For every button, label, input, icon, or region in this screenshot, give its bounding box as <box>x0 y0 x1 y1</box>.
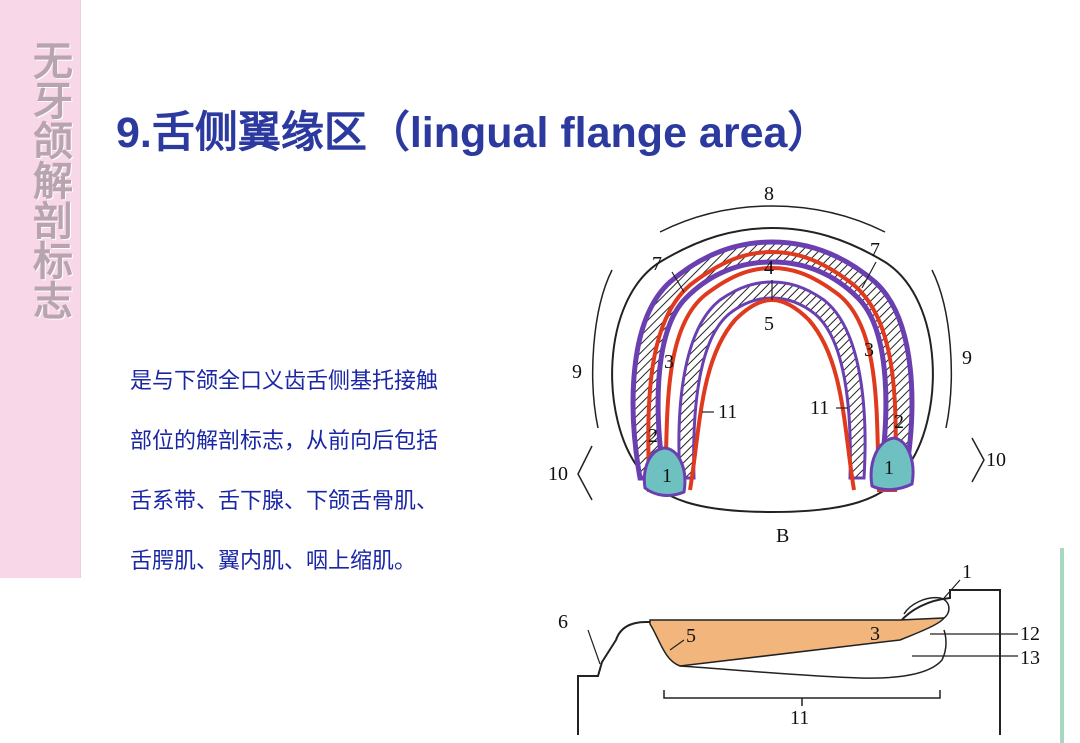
body-line: 舌系带、舌下腺、下颌舌骨肌、 <box>130 489 439 514</box>
label-10-right: 10 <box>986 449 1006 471</box>
label-1-left: 1 <box>662 465 672 487</box>
ridge-band-inner <box>677 280 867 480</box>
label-9-left: 9 <box>572 361 582 383</box>
label-11-left: 11 <box>718 401 737 423</box>
bracket-9-left <box>592 269 613 429</box>
outer-arch-outline <box>611 226 934 514</box>
page-title: 9.舌侧翼缘区（lingual flange area） <box>116 109 831 157</box>
label-3-right: 3 <box>864 339 874 361</box>
label-1-right: 1 <box>884 457 894 479</box>
retromolar-pad-left <box>642 446 687 497</box>
label-s12: 12 <box>1020 623 1040 645</box>
label-s3: 3 <box>870 623 880 645</box>
label-4: 4 <box>764 257 774 279</box>
label-s13: 13 <box>1020 647 1040 669</box>
label-s6: 6 <box>558 611 568 633</box>
label-s1: 1 <box>962 561 972 583</box>
label-3-left: 3 <box>664 351 674 373</box>
bracket-8 <box>659 205 886 233</box>
view-label: B <box>776 525 789 547</box>
body-line: 是与下颌全口义齿舌侧基托接触 <box>130 369 439 394</box>
label-10-left: 10 <box>548 463 568 485</box>
right-accent-strip <box>1060 548 1064 743</box>
label-11-right: 11 <box>810 397 829 419</box>
mandible-occlusal-view: 8 7 7 4 5 3 3 9 9 11 11 2 2 1 1 10 10 B <box>548 183 1006 547</box>
sagittal-base-outline <box>577 589 1001 735</box>
label-8: 8 <box>764 183 774 205</box>
bracket-10-right <box>971 437 985 483</box>
label-2-left: 2 <box>648 425 658 447</box>
sidebar-title: 无牙颌解剖标志 <box>26 40 73 320</box>
flange-region <box>649 617 946 667</box>
retromolar-pad-right <box>869 436 915 492</box>
label-s5: 5 <box>686 625 696 647</box>
label-2-right: 2 <box>894 411 904 433</box>
mandible-sagittal-view: 1 6 5 3 12 13 11 <box>558 561 1040 735</box>
label-7-right: 7 <box>870 239 880 261</box>
bracket-9-right <box>931 269 952 429</box>
label-s11: 11 <box>790 707 809 729</box>
body-line: 舌腭肌、翼内肌、咽上缩肌。 <box>130 549 417 574</box>
bracket-10-left <box>577 445 593 501</box>
label-9-right: 9 <box>962 347 972 369</box>
label-5: 5 <box>764 313 774 335</box>
body-line: 部位的解剖标志，从前向后包括 <box>130 429 439 454</box>
sidebar-panel: 无牙颌解剖标志 <box>0 0 81 578</box>
label-7-left: 7 <box>652 253 662 275</box>
bracket-11 <box>663 690 941 706</box>
tissue-curve <box>679 629 947 679</box>
body-paragraph: 是与下颌全口义齿舌侧基托接触 部位的解剖标志，从前向后包括 舌系带、舌下腺、下颌… <box>130 352 530 592</box>
retromolar-bump <box>903 596 950 619</box>
